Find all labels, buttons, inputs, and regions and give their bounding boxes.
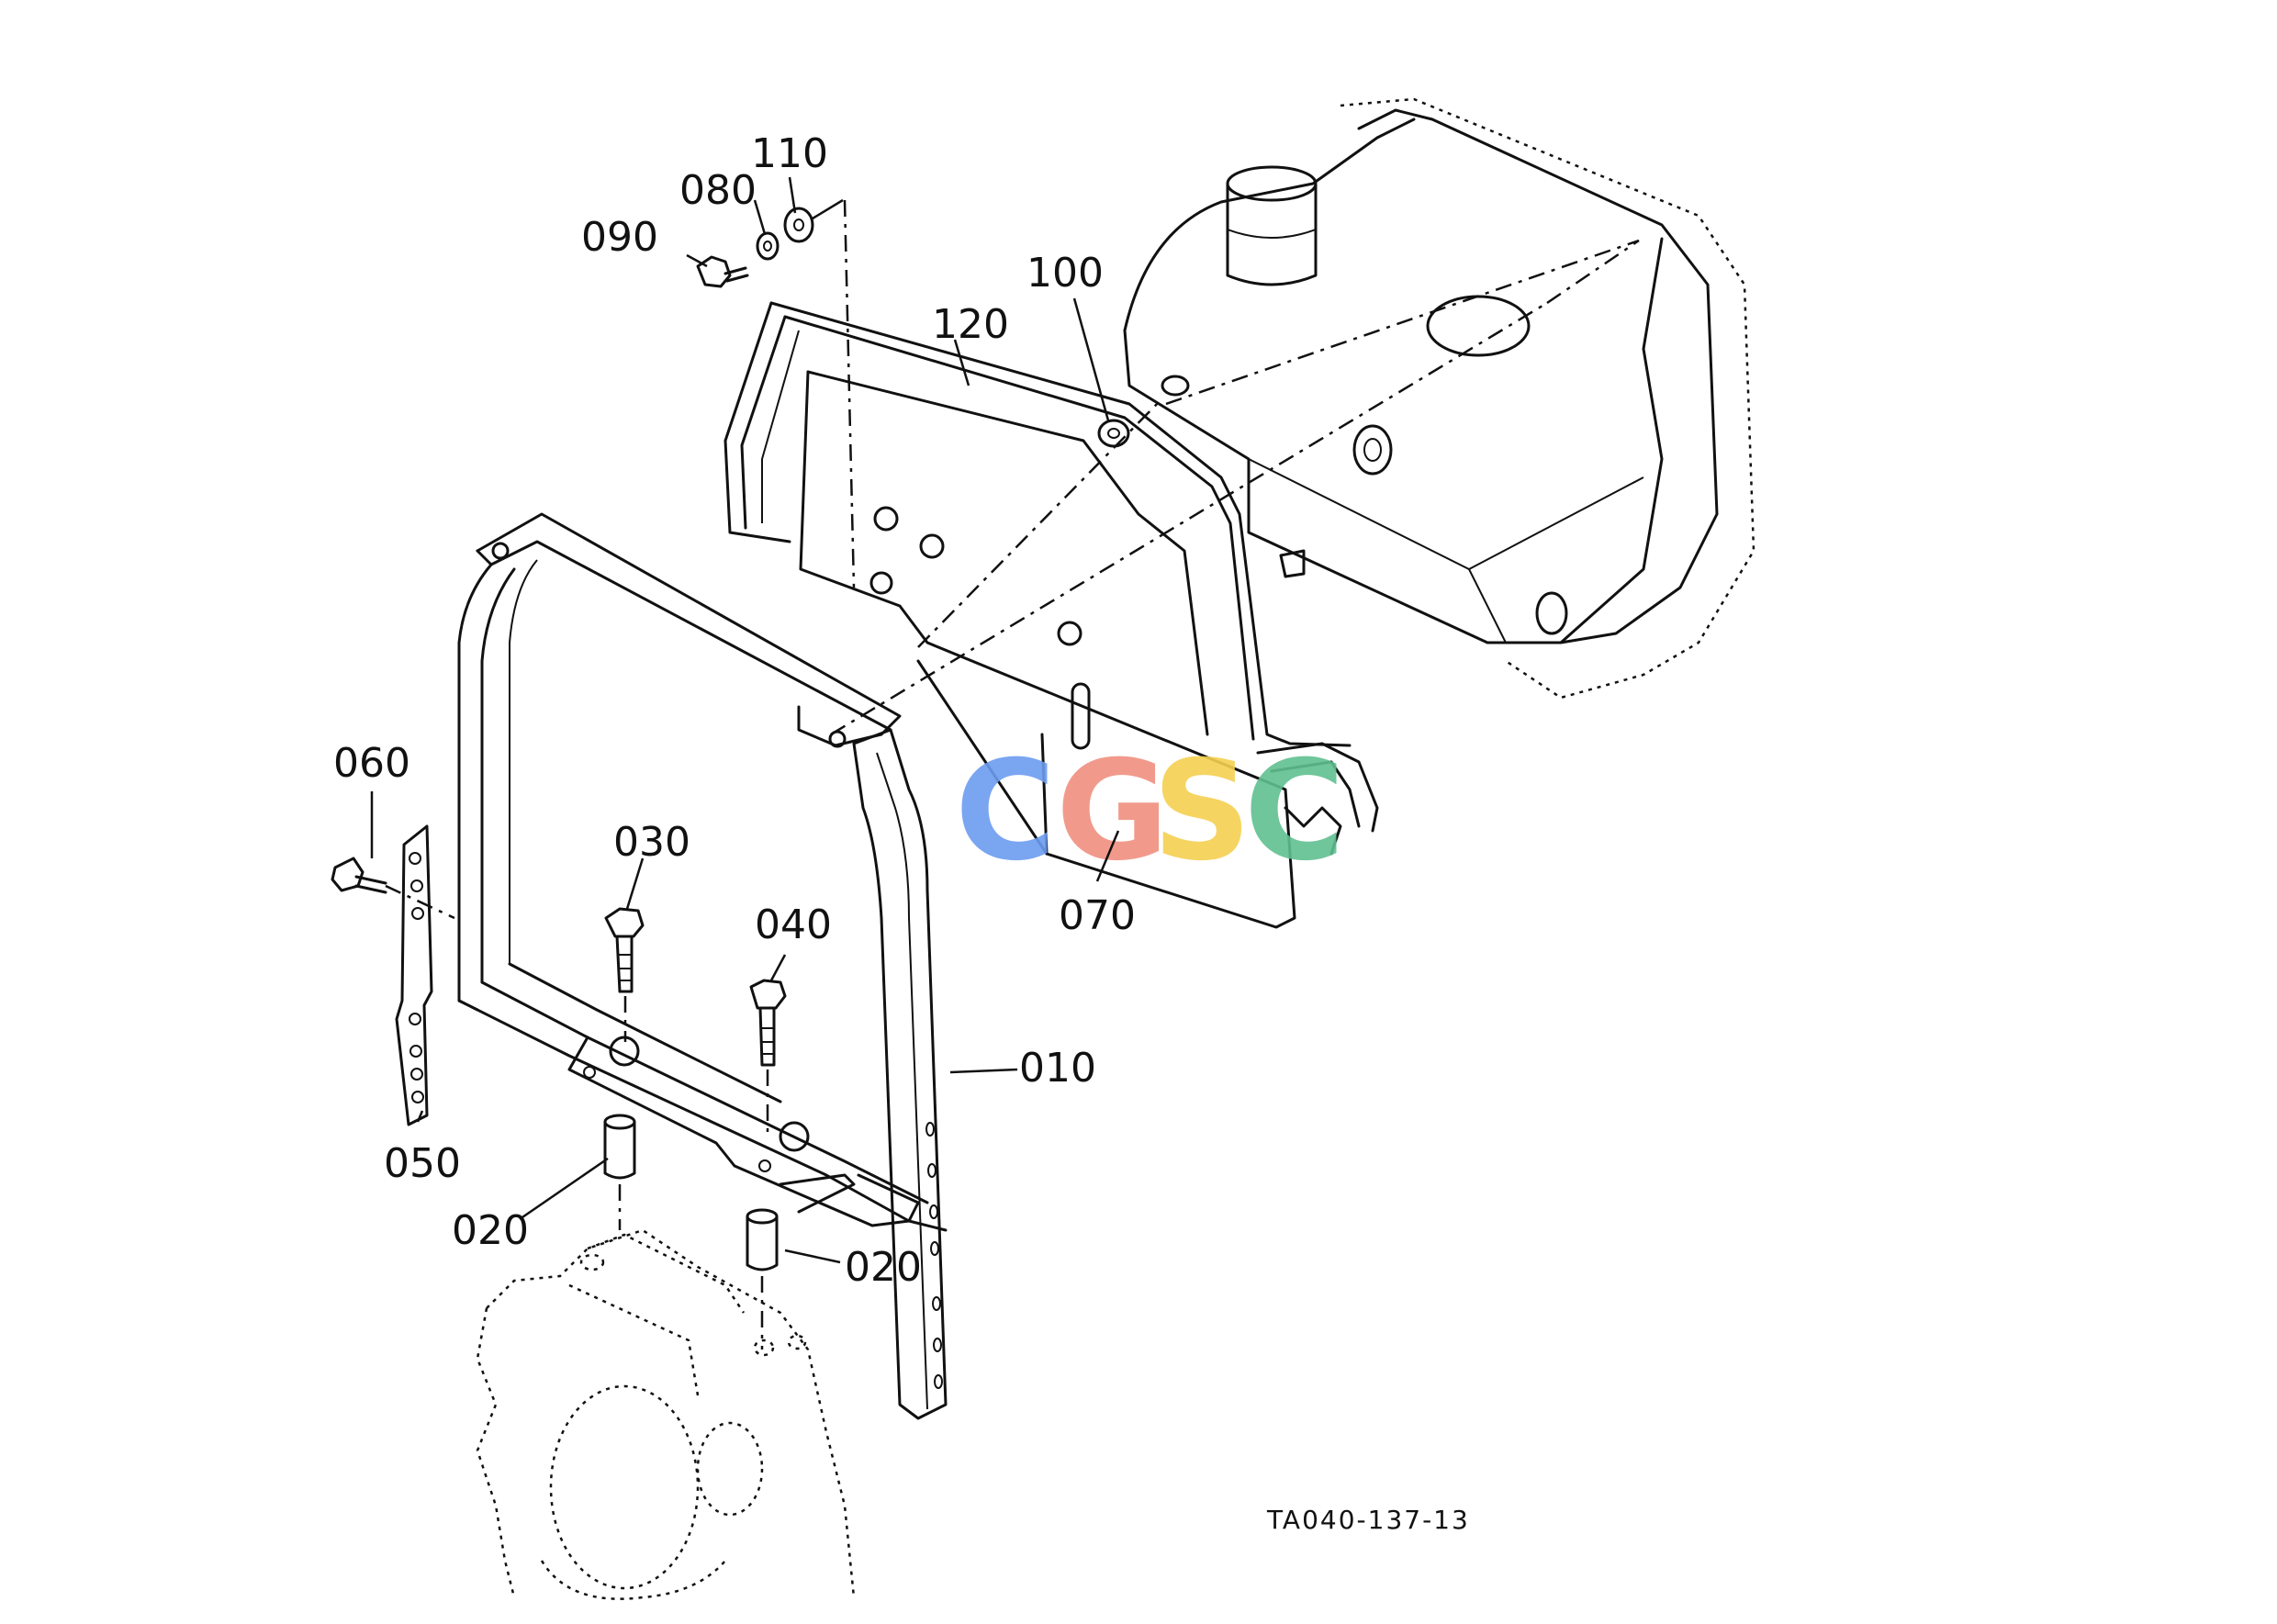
callout-030: 030	[613, 819, 690, 866]
watermark-letter-c1: C	[955, 732, 1056, 891]
callout-040: 040	[755, 902, 832, 948]
watermark-letter-s: S	[1152, 732, 1251, 891]
callout-060: 060	[333, 740, 410, 787]
callout-120: 120	[932, 301, 1009, 348]
cover-plate-120	[723, 301, 1379, 929]
callout-050: 050	[384, 1140, 461, 1187]
callout-labels: 110 080 090 100 120 060 030 040 070 010 …	[333, 130, 1470, 1535]
bolt-040	[749, 979, 787, 1138]
bolt-090	[696, 255, 749, 288]
assembly-lines	[812, 198, 1640, 736]
spacer-020-right	[746, 1208, 779, 1350]
gear-case	[476, 1228, 856, 1600]
watermark-letter-g: G	[1056, 732, 1169, 891]
callout-010: 010	[1019, 1045, 1096, 1092]
drawing-code: TA040-137-13	[1266, 1505, 1470, 1535]
callout-020-left: 020	[452, 1207, 529, 1254]
leader-lines	[370, 176, 1120, 1264]
fuel-tank	[1123, 97, 1755, 700]
callout-110: 110	[751, 130, 828, 177]
watermark: C G S C	[955, 732, 1345, 891]
callout-020-right: 020	[845, 1244, 922, 1291]
bolt-030	[604, 907, 645, 1042]
bolt-060	[331, 857, 455, 920]
callout-080: 080	[679, 167, 757, 214]
callout-070: 070	[1059, 892, 1136, 939]
washer-080	[756, 231, 780, 261]
spacer-020-left	[603, 1114, 636, 1230]
side-plate-050	[395, 824, 433, 1126]
callout-100: 100	[1026, 250, 1104, 297]
watermark-letter-c2: C	[1244, 732, 1345, 891]
grommet-100	[1097, 419, 1130, 448]
callout-090: 090	[581, 214, 658, 261]
frame-010	[457, 512, 948, 1420]
washer-110	[783, 207, 814, 243]
